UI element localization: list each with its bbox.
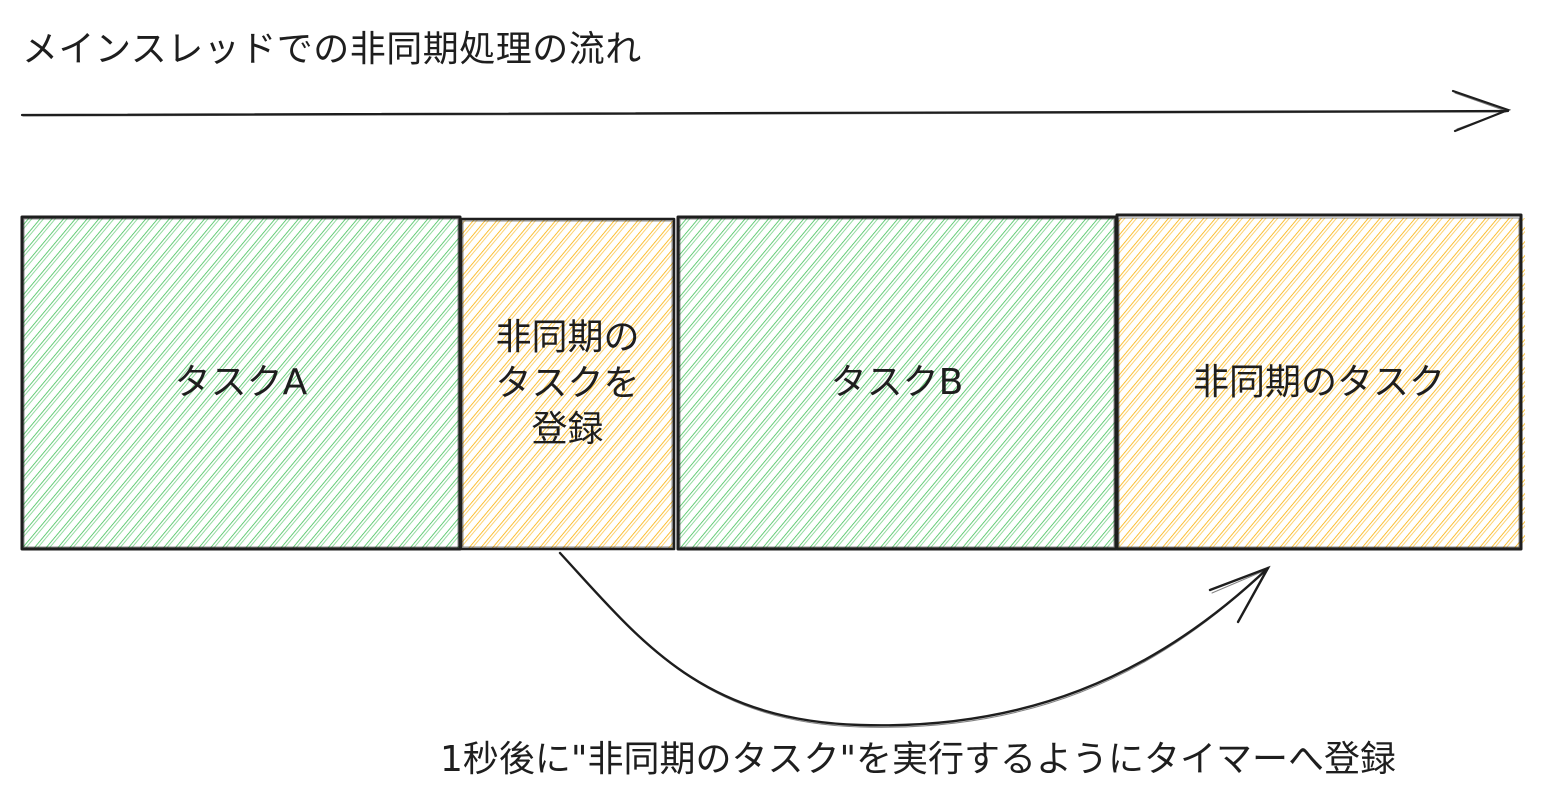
task-a-fill: [22, 218, 460, 548]
register-async-fill: [461, 220, 674, 548]
register-async-label-line-1: 非同期の: [495, 317, 640, 358]
task-a-label: タスクA: [174, 362, 308, 403]
async-task-fill: [1117, 218, 1525, 548]
register-async-label-line-2: タスクを: [495, 363, 640, 404]
async-task-box: 非同期のタスク: [1117, 218, 1521, 548]
async-task-outline: [1115, 213, 1523, 551]
timer-caption: 1秒後に"非同期のタスク"を実行するようにタイマーへ登録: [440, 739, 1397, 780]
task-b-label: タスクB: [830, 362, 964, 403]
task-b-fill: [678, 218, 1116, 548]
task-b-box: タスクB: [678, 218, 1116, 548]
curved-arrow: [558, 551, 1271, 728]
timeline-arrow: [20, 89, 1512, 133]
async-task-label: 非同期のタスク: [1192, 362, 1445, 403]
diagram-title: メインスレッドでの非同期処理の流れ: [22, 29, 642, 70]
task-a-box: タスクA: [22, 218, 460, 548]
register-async-box: 非同期の タスクを 登録: [461, 220, 674, 548]
register-async-label-line-3: 登録: [531, 409, 604, 450]
register-async-outline: [459, 217, 676, 551]
